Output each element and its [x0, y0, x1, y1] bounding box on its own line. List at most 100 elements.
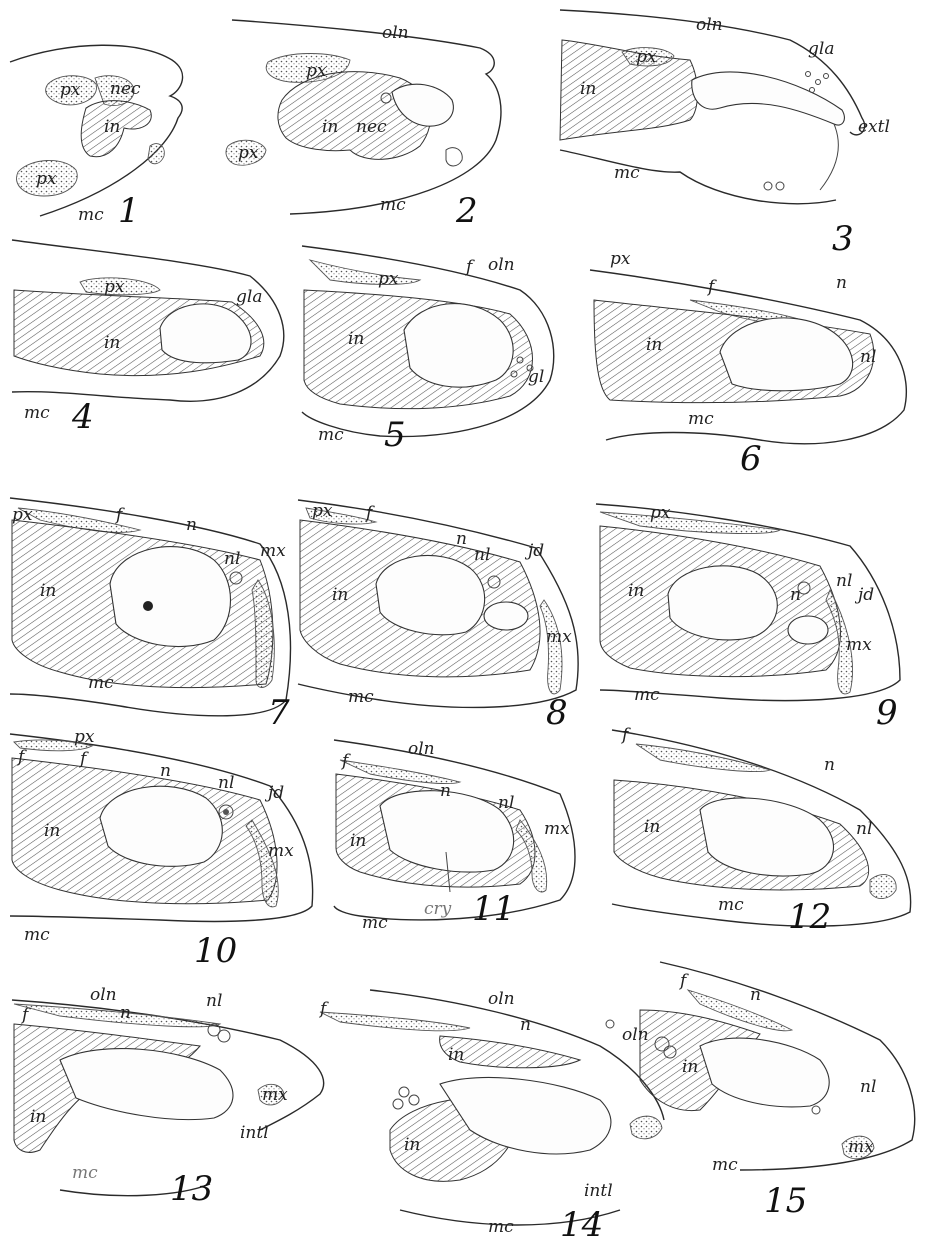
- fig15-label-n: n: [750, 985, 761, 1005]
- figure-10: px f f n nl in jd mx mc 10: [10, 727, 313, 971]
- fig2-label-nec: nec: [356, 117, 387, 137]
- fig7-label-n: n: [186, 515, 197, 535]
- fig14-label-in: in: [448, 1045, 464, 1065]
- fig9-label-mx: mx: [846, 635, 872, 655]
- fig7-label-mc: mc: [88, 673, 114, 693]
- fig3-label-in: in: [580, 79, 596, 99]
- figure-1: px nec in px mc 1: [10, 45, 183, 231]
- fig5-label-f: f: [464, 257, 475, 277]
- fig4-label-in: in: [104, 333, 120, 353]
- fig4-number: 4: [71, 397, 94, 437]
- fig7-label-nl: nl: [224, 549, 240, 569]
- fig7-label-mx: mx: [260, 541, 286, 561]
- fig15-label-mx: mx: [848, 1137, 874, 1157]
- fig8-label-in: in: [332, 585, 348, 605]
- fig8-label-jd: jd: [524, 541, 544, 561]
- fig2-label-px-2: px: [238, 143, 259, 163]
- fig12-label-f: f: [620, 725, 631, 745]
- fig6-label-nl: nl: [860, 347, 876, 367]
- fig6-label-in: in: [646, 335, 662, 355]
- fig6-label-mc: mc: [688, 409, 714, 429]
- fig8-number: 8: [546, 693, 568, 733]
- fig3-label-gla: gla: [808, 39, 834, 59]
- fig1-label-nec: nec: [110, 79, 141, 99]
- fig12-label-n: n: [824, 755, 835, 775]
- fig5-number: 5: [384, 415, 406, 455]
- fig12-label-nl: nl: [856, 819, 872, 839]
- figure-7: px f n in nl mx mc 7: [10, 498, 290, 733]
- fig7-label-f: f: [114, 505, 125, 525]
- fig13-number: 13: [170, 1169, 213, 1209]
- fig3-label-px: px: [636, 47, 657, 67]
- fig14-label-n: n: [520, 1015, 531, 1035]
- fig9-number: 9: [876, 693, 898, 733]
- fig10-label-in: in: [44, 821, 60, 841]
- fig10-number: 10: [194, 931, 237, 971]
- fig5-label-gl: gl: [528, 367, 544, 387]
- fig12-number: 12: [788, 897, 831, 937]
- fig13-label-oln: oln: [90, 985, 117, 1005]
- fig15-number: 15: [764, 1181, 807, 1221]
- fig13-label-mc: mc: [72, 1163, 98, 1183]
- fig4-label-px: px: [104, 277, 125, 297]
- fig15-label-in: in: [682, 1057, 698, 1077]
- fig14-label-in-2: in: [404, 1135, 420, 1155]
- fig9-label-in: in: [628, 581, 644, 601]
- fig15-label-f: f: [678, 971, 689, 991]
- fig3-label-extl: extl: [858, 117, 890, 137]
- fig5-label-px: px: [378, 269, 399, 289]
- fig11-label-oln: oln: [408, 739, 435, 759]
- fig8-label-mc: mc: [348, 687, 374, 707]
- fig10-label-jd: jd: [264, 783, 284, 803]
- fig9-label-n: n: [790, 585, 801, 605]
- fig1-label-mc: mc: [78, 205, 104, 225]
- fig13-label-n: n: [120, 1003, 131, 1023]
- fig8-label-f: f: [364, 503, 375, 523]
- fig2-label-in: in: [322, 117, 338, 137]
- fig10-label-mx: mx: [268, 841, 294, 861]
- fig1-label-px: px: [60, 80, 81, 100]
- fig11-label-cry: cry: [424, 899, 452, 919]
- fig6-label-n: n: [836, 273, 847, 293]
- fig11-label-mc: mc: [362, 913, 388, 933]
- fig10-label-px: px: [74, 727, 95, 747]
- fig1-number: 1: [118, 191, 140, 231]
- fig8-label-px: px: [312, 501, 333, 521]
- fig9-label-jd: jd: [854, 585, 874, 605]
- fig5-label-oln: oln: [488, 255, 515, 275]
- fig10-label-f-2: f: [78, 749, 89, 769]
- fig14-number: 14: [560, 1205, 603, 1245]
- fig3-label-oln: oln: [696, 15, 723, 35]
- fig3-label-mc: mc: [614, 163, 640, 183]
- fig9-label-mc: mc: [634, 685, 660, 705]
- fig11-label-n: n: [440, 781, 451, 801]
- fig1-label-px-2: px: [36, 169, 57, 189]
- fig5-label-mc: mc: [318, 425, 344, 445]
- fig11-number: 11: [472, 889, 515, 929]
- fig10-label-nl: nl: [218, 773, 234, 793]
- figure-5: px f oln in gl mc 5: [302, 246, 554, 455]
- fig6-number: 6: [740, 439, 762, 479]
- fig1-label-in: in: [104, 117, 120, 137]
- fig12-label-in: in: [644, 817, 660, 837]
- fig15-label-nl: nl: [860, 1077, 876, 1097]
- fig8-label-mx: mx: [546, 627, 572, 647]
- fig7-label-px: px: [12, 505, 33, 525]
- fig2-number: 2: [455, 191, 478, 231]
- fig11-label-mx: mx: [544, 819, 570, 839]
- fig7-label-in: in: [40, 581, 56, 601]
- fig8-label-nl: nl: [474, 545, 490, 565]
- figure-2: oln px in nec px mc 2: [226, 20, 501, 231]
- fig2-label-mc: mc: [380, 195, 406, 215]
- fig15-label-oln: oln: [622, 1025, 649, 1045]
- figure-11: oln f n nl in mx cry mc 11: [334, 739, 575, 933]
- fig14-label-intl: intl: [584, 1181, 613, 1201]
- fig13-label-nl: nl: [206, 991, 222, 1011]
- figure-6: px f n in nl mc 6: [590, 249, 906, 479]
- fig10-label-mc: mc: [24, 925, 50, 945]
- figure-8: px f n nl in jd mx mc 8: [298, 500, 578, 733]
- figure-9: px nl n in jd mx mc 9: [596, 503, 900, 733]
- fig13-label-in: in: [30, 1107, 46, 1127]
- figure-12: f n in nl mc 12: [612, 725, 911, 937]
